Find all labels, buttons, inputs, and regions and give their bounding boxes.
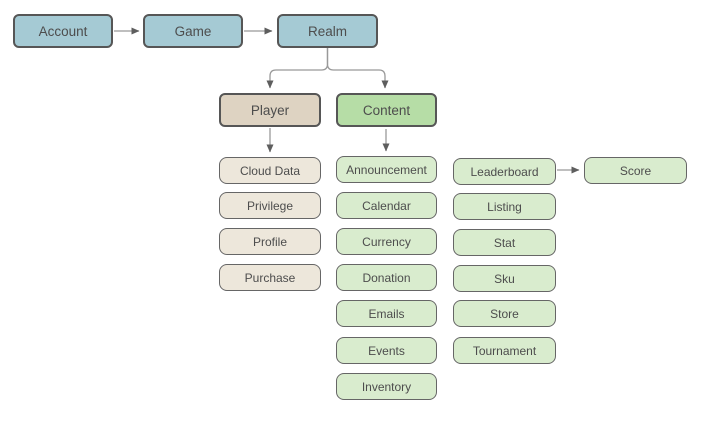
- node-leaderboard[interactable]: Leaderboard: [453, 158, 556, 185]
- node-emails[interactable]: Emails: [336, 300, 437, 327]
- node-game[interactable]: Game: [143, 14, 243, 48]
- connector-realm-player: [266, 48, 329, 89]
- node-donation[interactable]: Donation: [336, 264, 437, 291]
- connector-realm-content: [326, 48, 389, 89]
- node-listing[interactable]: Listing: [453, 193, 556, 220]
- node-inventory[interactable]: Inventory: [336, 373, 437, 400]
- node-account[interactable]: Account: [13, 14, 113, 48]
- node-tournament[interactable]: Tournament: [453, 337, 556, 364]
- node-score[interactable]: Score: [584, 157, 687, 184]
- node-announcement[interactable]: Announcement: [336, 156, 437, 183]
- node-stat[interactable]: Stat: [453, 229, 556, 256]
- node-store[interactable]: Store: [453, 300, 556, 327]
- node-profile[interactable]: Profile: [219, 228, 321, 255]
- node-content[interactable]: Content: [336, 93, 437, 127]
- node-purchase[interactable]: Purchase: [219, 264, 321, 291]
- node-events[interactable]: Events: [336, 337, 437, 364]
- node-player[interactable]: Player: [219, 93, 321, 127]
- node-currency[interactable]: Currency: [336, 228, 437, 255]
- node-privilege[interactable]: Privilege: [219, 192, 321, 219]
- node-realm[interactable]: Realm: [277, 14, 378, 48]
- node-cloud-data[interactable]: Cloud Data: [219, 157, 321, 184]
- node-sku[interactable]: Sku: [453, 265, 556, 292]
- node-calendar[interactable]: Calendar: [336, 192, 437, 219]
